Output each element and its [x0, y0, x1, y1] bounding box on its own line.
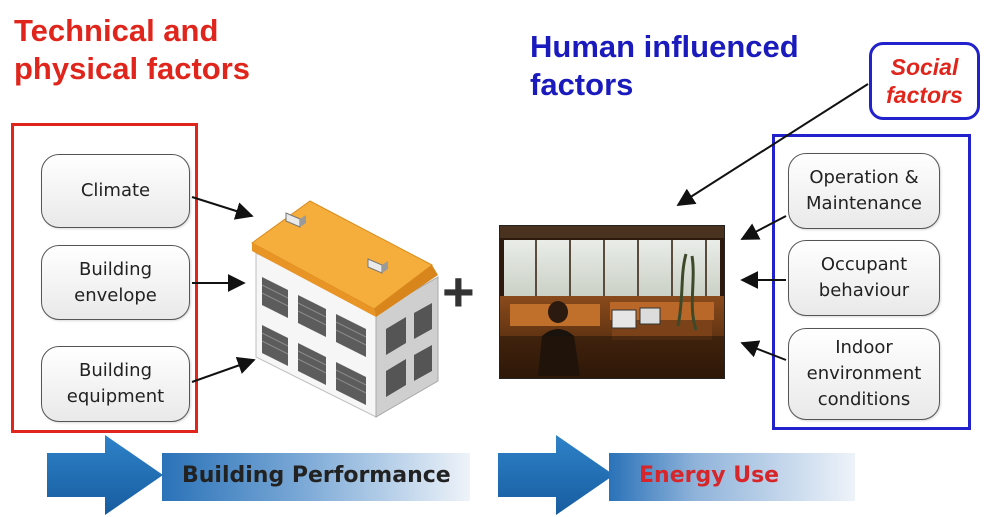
indoor-environment-box: Indoor environment conditions	[788, 328, 940, 420]
social-line-2: factors	[886, 82, 963, 108]
plus-operator: +	[442, 260, 475, 323]
building-performance-bar: Building Performance	[162, 453, 470, 501]
social-line-1: Social	[890, 54, 959, 80]
energy-use-bar: Energy Use	[609, 453, 855, 501]
building-performance-label: Building Performance	[182, 463, 451, 488]
flow-arrow-1-icon	[47, 435, 163, 515]
occupant-behaviour-box: Occupant behaviour	[788, 240, 940, 316]
building-equipment-box: Building equipment	[41, 346, 190, 422]
building-envelope-line-1: Building	[78, 258, 153, 280]
operation-maintenance-box: Operation & Maintenance	[788, 153, 940, 229]
building-icon	[251, 200, 439, 418]
technical-heading-line-2: physical factors	[14, 51, 251, 86]
office-scene-icon	[500, 226, 724, 378]
operation-arrow	[740, 215, 787, 240]
operation-line-2: Maintenance	[806, 193, 922, 214]
indoor-arrow	[740, 340, 787, 361]
social-factors-box: Social factors	[869, 42, 980, 120]
human-factors-heading: Human influenced factors	[530, 28, 799, 104]
technical-heading-line-1: Technical and	[14, 13, 219, 48]
office-photo	[499, 225, 725, 379]
flow-arrow-2-icon	[498, 435, 614, 515]
building-envelope-line-2: envelope	[74, 284, 157, 306]
climate-box: Climate	[41, 154, 190, 228]
building-equipment-line-1: Building	[78, 360, 153, 381]
equipment-arrow	[191, 356, 256, 383]
occupant-line-1: Occupant	[820, 254, 908, 275]
building-envelope-box: Building envelope	[41, 245, 190, 320]
human-heading-line-1: Human influenced	[530, 29, 799, 64]
technical-factors-heading: Technical and physical factors	[14, 12, 250, 88]
indoor-line-2: environment	[806, 363, 922, 384]
human-factors-frame	[772, 134, 971, 430]
human-heading-line-2: factors	[530, 67, 634, 102]
occupant-line-2: behaviour	[818, 280, 910, 301]
operation-line-1: Operation &	[809, 167, 919, 188]
technical-factors-frame	[11, 123, 198, 433]
climate-arrow	[191, 196, 254, 220]
climate-label: Climate	[80, 180, 151, 201]
energy-use-label: Energy Use	[639, 463, 780, 488]
social-arrow	[676, 83, 869, 206]
building-equipment-line-2: equipment	[66, 386, 165, 407]
indoor-line-3: conditions	[817, 389, 911, 410]
indoor-line-1: Indoor	[835, 337, 893, 358]
